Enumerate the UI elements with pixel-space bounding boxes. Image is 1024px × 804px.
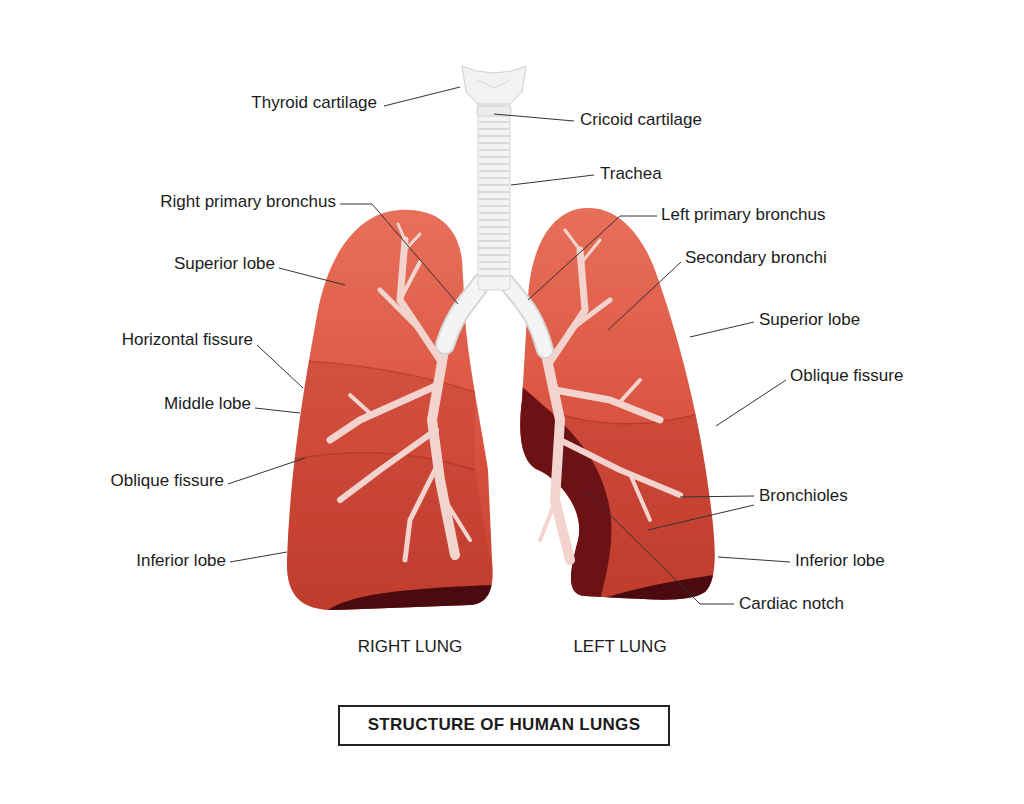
part-label: Bronchioles [759, 486, 848, 506]
left-lung [515, 208, 725, 620]
part-label: Inferior lobe [795, 551, 885, 571]
part-label: Horizontal fissure [122, 330, 253, 350]
part-label: Secondary bronchi [685, 248, 827, 268]
part-label: Superior lobe [174, 254, 275, 274]
lung-side-label: LEFT LUNG [573, 637, 666, 657]
title-box: STRUCTURE OF HUMAN LUNGS [338, 705, 670, 746]
part-label: Cricoid cartilage [580, 110, 702, 130]
part-label: Inferior lobe [136, 551, 226, 571]
title-text: STRUCTURE OF HUMAN LUNGS [368, 715, 641, 735]
part-label: Middle lobe [164, 394, 251, 414]
part-label: Oblique fissure [790, 366, 903, 386]
part-label: Oblique fissure [111, 471, 224, 491]
right-lung [280, 210, 500, 620]
part-label: Left primary bronchus [661, 205, 825, 225]
part-label: Superior lobe [759, 310, 860, 330]
part-label: Cardiac notch [739, 594, 844, 614]
part-label: Thyroid cartilage [251, 93, 377, 113]
trachea [445, 66, 545, 350]
part-label: Trachea [600, 164, 662, 184]
part-label: Right primary bronchus [160, 192, 336, 212]
leader-lines [228, 87, 790, 604]
lung-side-label: RIGHT LUNG [358, 637, 463, 657]
